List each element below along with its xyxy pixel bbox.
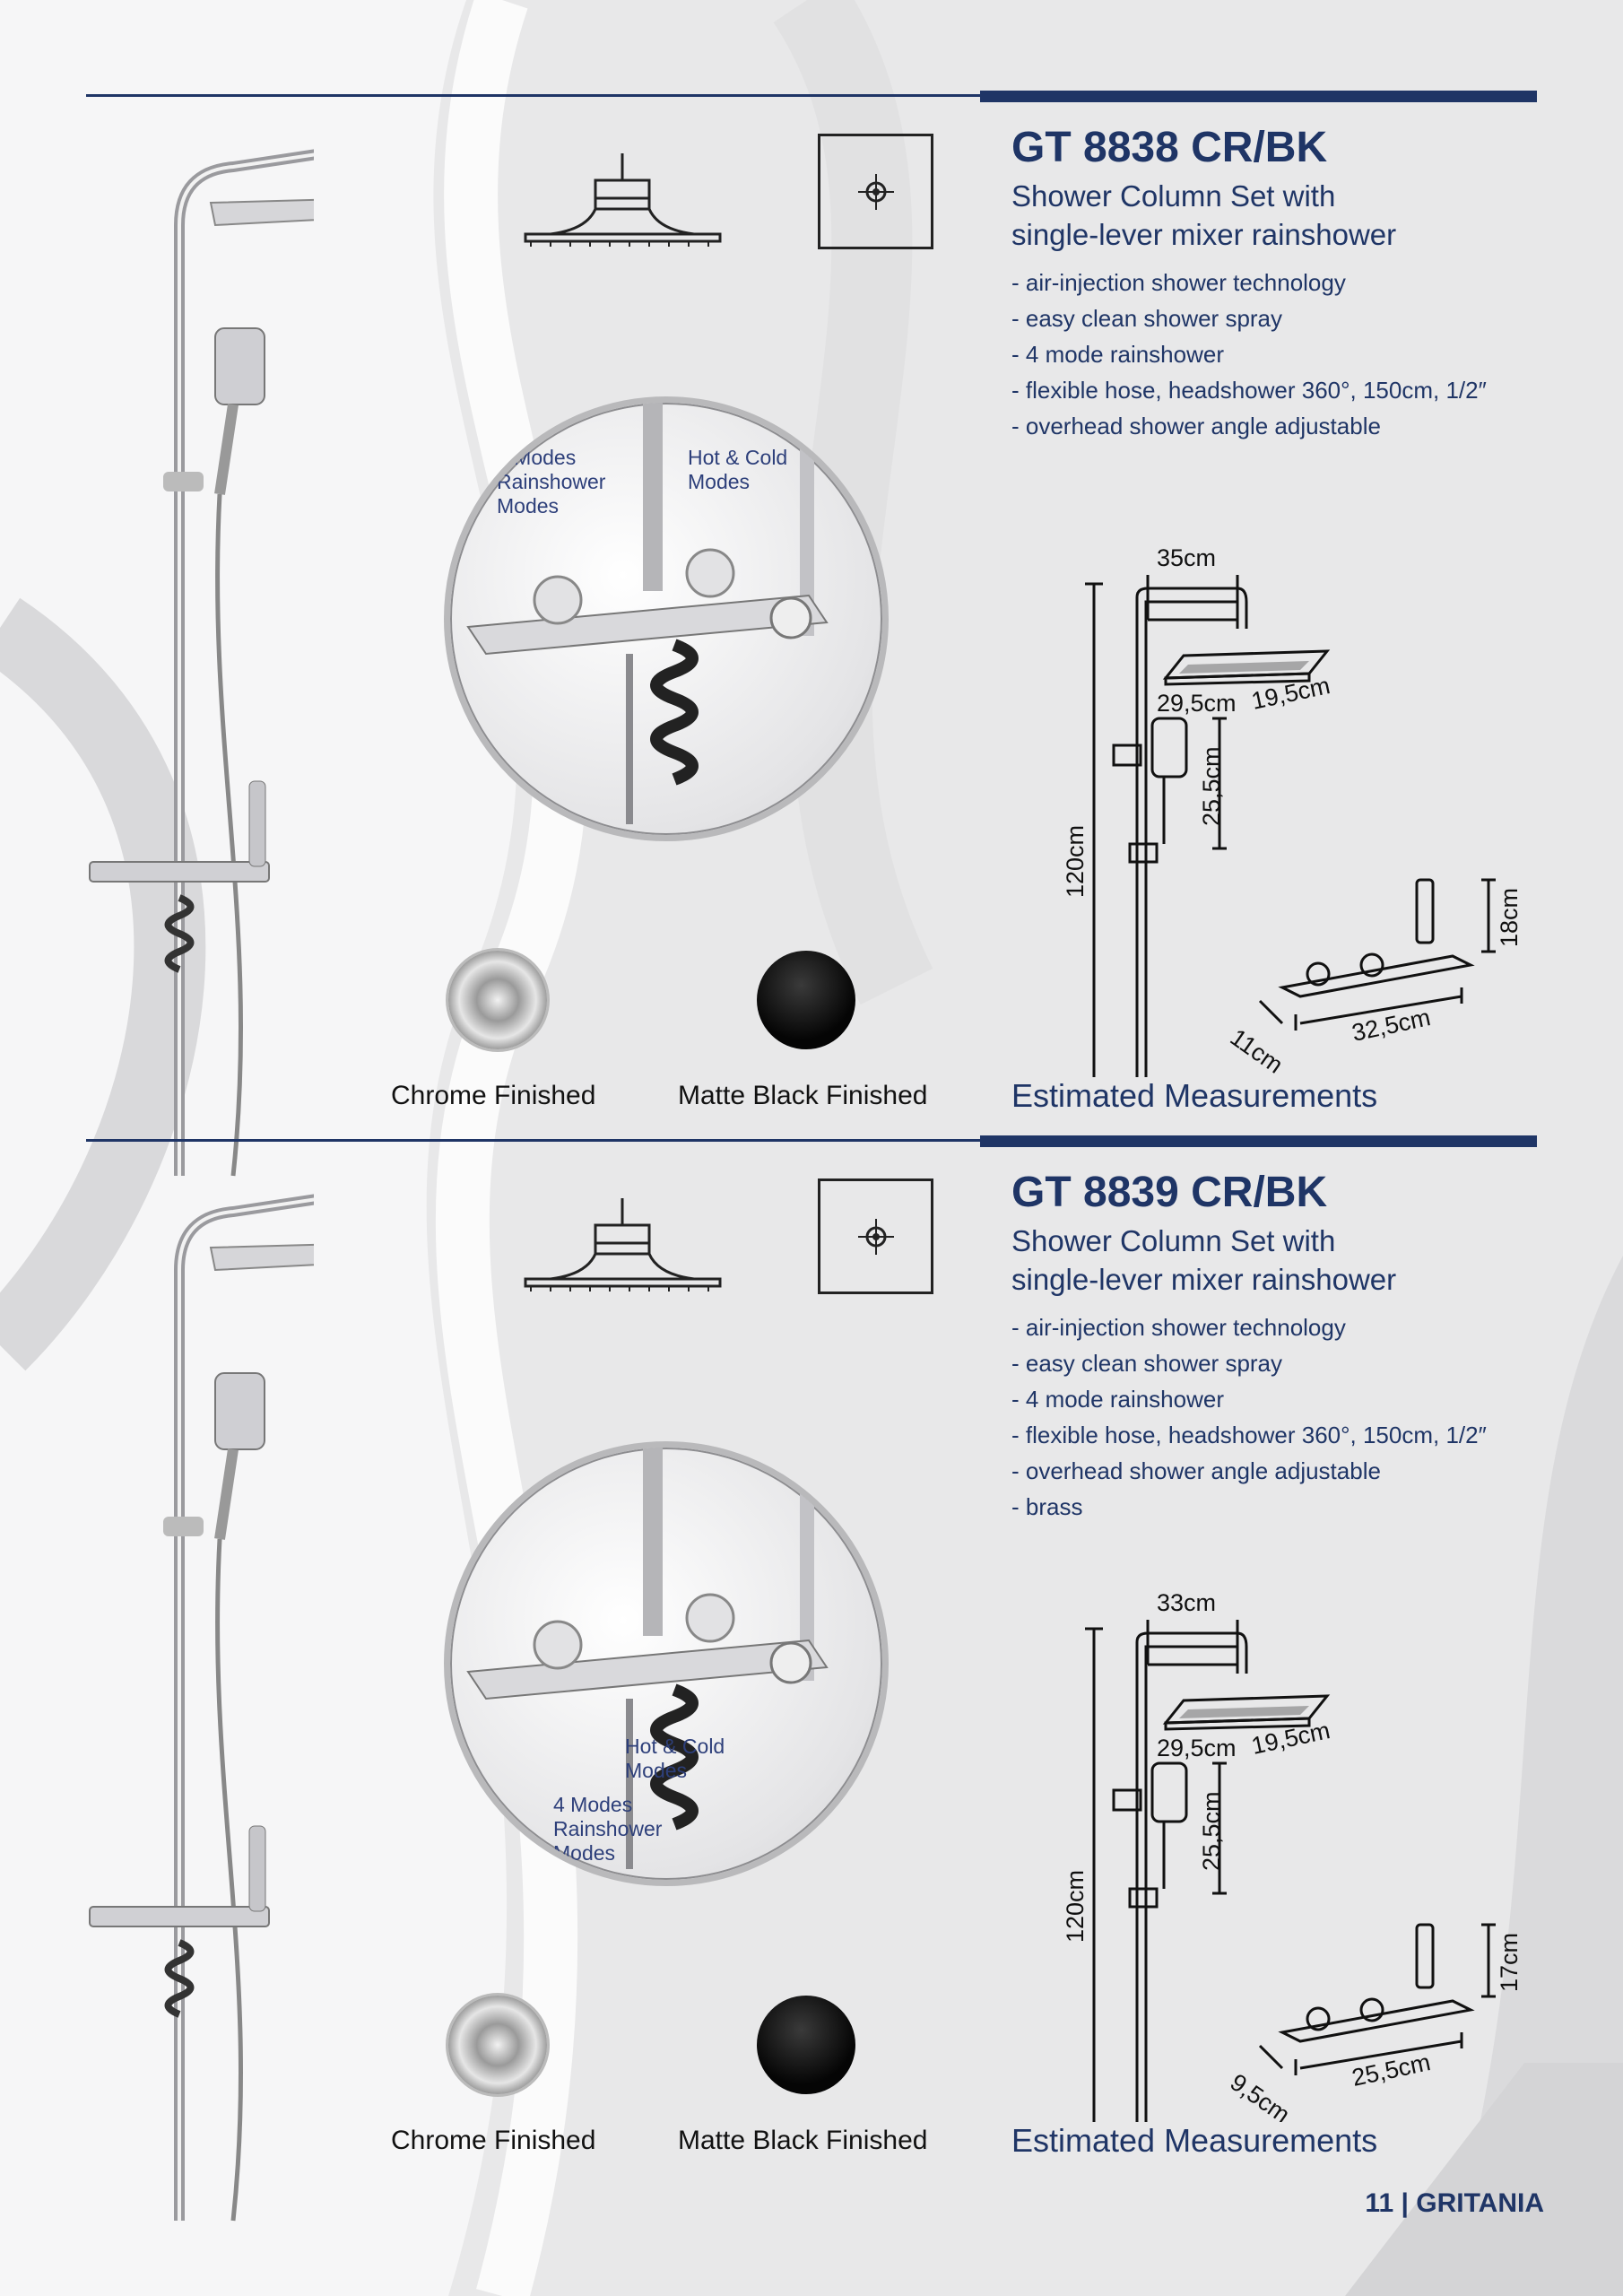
- dim-height: 120cm: [1062, 825, 1089, 898]
- mixer-detail-image: 4 Modes Rainshower Modes Hot & Cold Mode…: [444, 396, 889, 841]
- feature-item: - overhead shower angle adjustable: [1011, 1457, 1381, 1484]
- dim-handshower: 25,5cm: [1198, 746, 1225, 826]
- feature-item: - easy clean shower spray: [1011, 305, 1283, 332]
- dim-mixer-height: 17cm: [1496, 1933, 1523, 1992]
- feature-item: - air-injection shower technology: [1011, 1314, 1346, 1341]
- matte-black-finish-swatch: [757, 951, 855, 1049]
- product-model: GT 8838 CR/BK: [1011, 124, 1328, 171]
- product-section: GT 8839 CR/BK Shower Column Set with sin…: [0, 1135, 1623, 2222]
- dim-arm: 33cm: [1157, 1589, 1216, 1616]
- dim-arm: 35cm: [1157, 544, 1216, 571]
- measurement-diagram: 33cm 29,5cm 19,5cm 25,5cm 120cm 17cm 9,5…: [1062, 1589, 1523, 2122]
- shower-head-side-view: [524, 153, 722, 247]
- product-subtitle: Shower Column Set with single-lever mixe…: [1011, 1222, 1396, 1299]
- divider-line: [86, 1139, 983, 1142]
- subtitle-line: Shower Column Set with: [1011, 1224, 1336, 1257]
- product-model: GT 8839 CR/BK: [1011, 1169, 1328, 1216]
- subtitle-line: single-lever mixer rainshower: [1011, 1263, 1397, 1296]
- feature-item: - easy clean shower spray: [1011, 1350, 1283, 1377]
- header-bar: [980, 1135, 1537, 1147]
- callout-4-modes: 4 Modes Rainshower Modes: [553, 1793, 663, 1865]
- estimated-measurements-label: Estimated Measurements: [1011, 1077, 1378, 1114]
- dim-head-width: 29,5cm: [1157, 690, 1237, 717]
- chrome-finish-swatch: [448, 951, 547, 1049]
- feature-item: - 4 mode rainshower: [1011, 341, 1224, 368]
- brand-name: GRITANIA: [1416, 2188, 1544, 2218]
- product-subtitle: Shower Column Set with single-lever mixe…: [1011, 177, 1396, 254]
- crosshair-icon: [858, 174, 894, 210]
- header-bar: [980, 91, 1537, 102]
- callout-hot-cold: Hot & Cold Modes: [625, 1735, 725, 1782]
- matte-black-finish-label: Matte Black Finished: [678, 2126, 928, 2155]
- feature-list: - air-injection shower technology - easy …: [1011, 265, 1487, 444]
- matte-black-finish-label: Matte Black Finished: [678, 1081, 928, 1110]
- callout-hot-cold: Hot & Cold Modes: [688, 446, 788, 493]
- crosshair-icon: [858, 1219, 894, 1255]
- measurement-diagram: 35cm 29,5cm 19,5cm 25,5cm 120cm 18cm 11c…: [1062, 544, 1523, 1077]
- dim-head-depth: 19,5cm: [1249, 672, 1332, 715]
- matte-black-finish-swatch: [757, 1996, 855, 2094]
- footer-separator: |: [1401, 2188, 1409, 2218]
- callout-4-modes: 4 Modes Rainshower Modes: [497, 446, 606, 517]
- estimated-measurements-label: Estimated Measurements: [1011, 2122, 1378, 2159]
- dim-head-depth: 19,5cm: [1249, 1717, 1332, 1760]
- feature-item: - flexible hose, headshower 360°, 150cm,…: [1011, 1422, 1487, 1448]
- subtitle-line: Shower Column Set with: [1011, 179, 1336, 213]
- shower-head-side-view: [524, 1198, 722, 1292]
- mixer-detail-image: 4 Modes Rainshower Modes Hot & Cold Mode…: [444, 1441, 889, 1886]
- dim-handshower: 25,5cm: [1198, 1791, 1225, 1871]
- dim-mixer-width: 32,5cm: [1350, 1004, 1433, 1047]
- dim-head-width: 29,5cm: [1157, 1735, 1237, 1761]
- page-number: 11: [1365, 2188, 1394, 2218]
- subtitle-line: single-lever mixer rainshower: [1011, 218, 1397, 251]
- shower-head-top-view: [818, 134, 933, 249]
- dim-mixer-width: 25,5cm: [1350, 2048, 1433, 2092]
- feature-item: - brass: [1011, 1493, 1083, 1520]
- shower-head-top-view: [818, 1178, 933, 1294]
- page-footer: 11 | GRITANIA: [1365, 2188, 1544, 2219]
- dim-mixer-depth: 9,5cm: [1226, 2068, 1295, 2122]
- chrome-finish-label: Chrome Finished: [391, 2126, 596, 2155]
- dim-height: 120cm: [1062, 1870, 1089, 1943]
- feature-item: - flexible hose, headshower 360°, 150cm,…: [1011, 377, 1487, 404]
- dim-mixer-depth: 11cm: [1226, 1023, 1289, 1077]
- divider-line: [86, 94, 983, 97]
- feature-item: - 4 mode rainshower: [1011, 1386, 1224, 1413]
- product-section: GT 8838 CR/BK Shower Column Set with sin…: [0, 91, 1623, 1177]
- feature-list: - air-injection shower technology - easy …: [1011, 1309, 1487, 1525]
- chrome-finish-label: Chrome Finished: [391, 1081, 596, 1110]
- chrome-finish-swatch: [448, 1996, 547, 2094]
- feature-item: - overhead shower angle adjustable: [1011, 413, 1381, 439]
- dim-mixer-height: 18cm: [1496, 888, 1523, 947]
- shower-column-image: [89, 1194, 314, 2222]
- feature-item: - air-injection shower technology: [1011, 269, 1346, 296]
- shower-column-image: [89, 149, 314, 1177]
